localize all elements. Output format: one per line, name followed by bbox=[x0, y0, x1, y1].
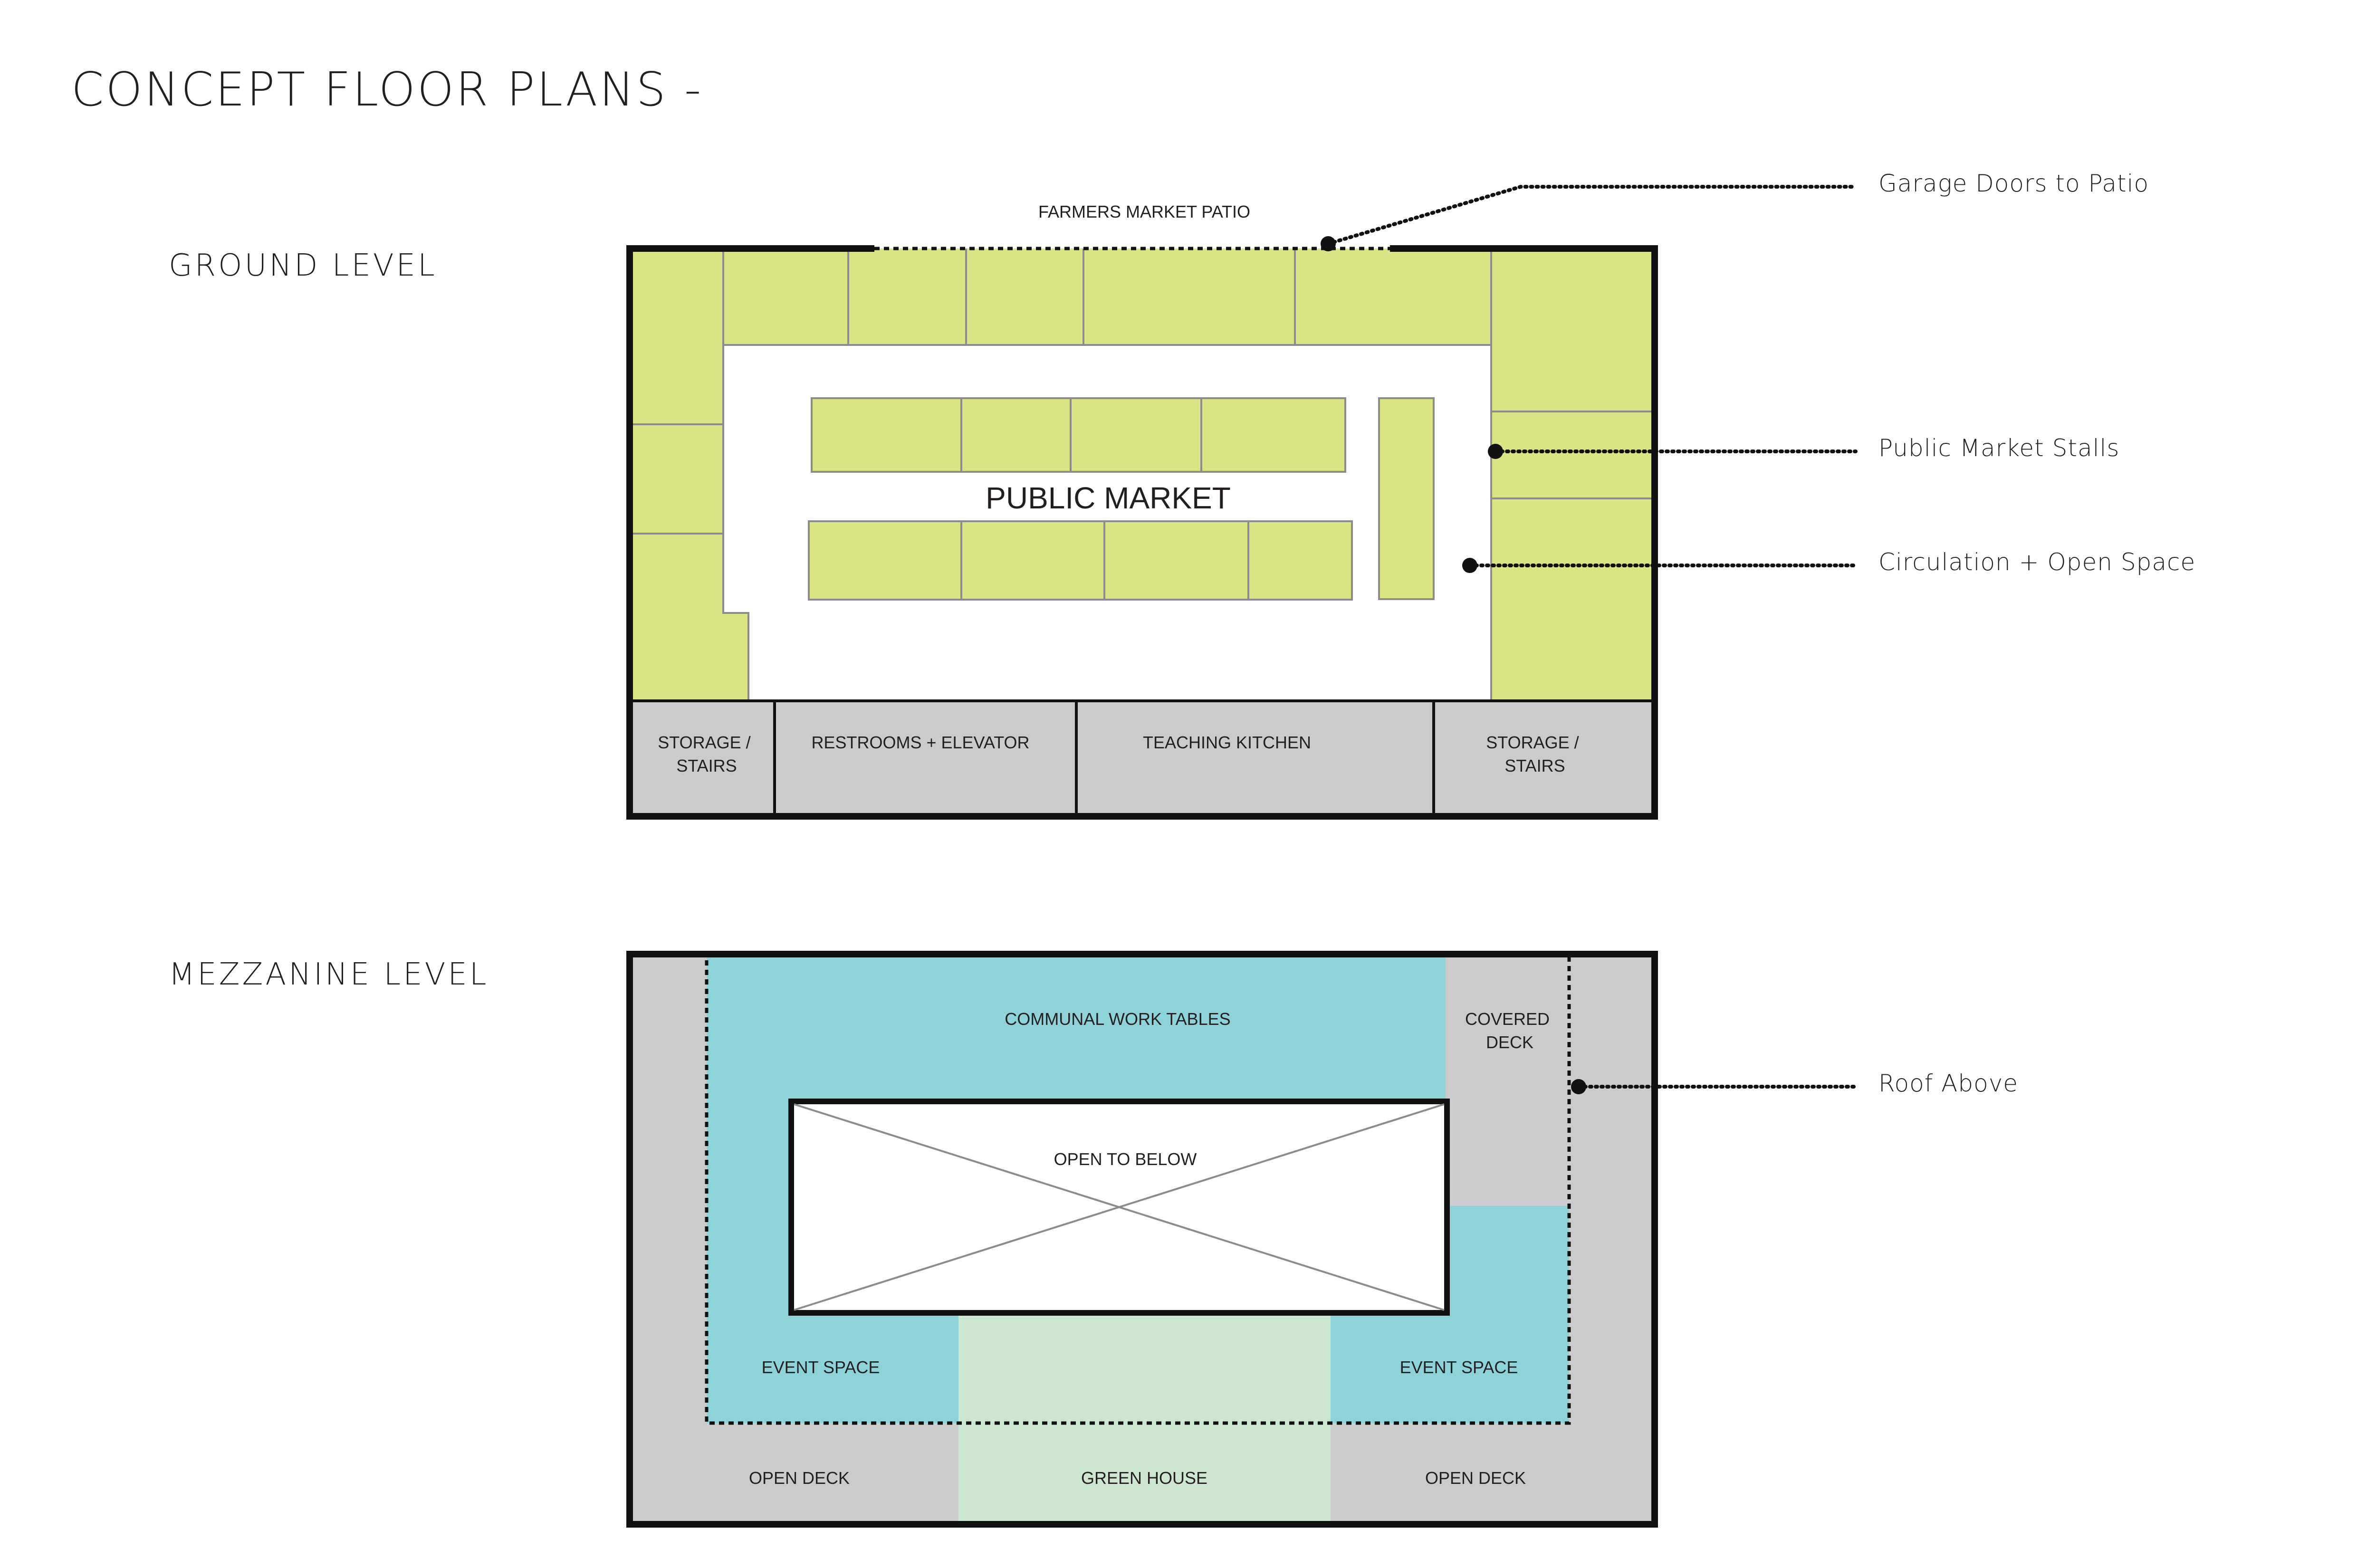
event-space-right-label: EVENT SPACE bbox=[1400, 1358, 1518, 1377]
open-deck-right-label: OPEN DECK bbox=[1425, 1468, 1526, 1488]
farmers-market-patio-label: FARMERS MARKET PATIO bbox=[1038, 202, 1250, 221]
callout-dot bbox=[1462, 558, 1477, 573]
covered-deck-label: COVERED DECK bbox=[1465, 1009, 1554, 1052]
storage-stairs-left-label: STORAGE / STAIRS bbox=[658, 733, 755, 775]
green-house bbox=[958, 1313, 1331, 1524]
island-stall-side bbox=[1378, 397, 1435, 600]
island-stall-row-bottom bbox=[808, 520, 1353, 601]
communal-work-tables-label: COMMUNAL WORK TABLES bbox=[1005, 1009, 1230, 1029]
mezzanine-level-label: MEZZANINE LEVEL bbox=[169, 957, 489, 992]
storage-stairs-right-line2: STAIRS bbox=[1504, 756, 1565, 775]
callout-market-stalls-label: Public Market Stalls bbox=[1878, 434, 2119, 462]
callout-dot bbox=[1321, 236, 1336, 251]
mezzanine-exterior-walls bbox=[626, 951, 1658, 1528]
page-title: CONCEPT FLOOR PLANS - bbox=[71, 63, 703, 117]
callout-circulation: Circulation + Open Space bbox=[1462, 548, 2195, 576]
callout-roof-above-label: Roof Above bbox=[1878, 1070, 2018, 1097]
storage-stairs-left-line1: STORAGE / bbox=[658, 733, 750, 752]
event-space-left-label: EVENT SPACE bbox=[762, 1358, 880, 1377]
callout-market-stalls: Public Market Stalls bbox=[1488, 434, 2119, 462]
callout-roof-above: Roof Above bbox=[1571, 1070, 2018, 1097]
covered-deck-line1: COVERED bbox=[1465, 1009, 1550, 1029]
green-house-label: GREEN HOUSE bbox=[1081, 1468, 1207, 1488]
public-market-label: PUBLIC MARKET bbox=[986, 481, 1231, 515]
mezzanine-level-plan: MEZZANINE LEVEL COMMUNAL WORK TABLES COV… bbox=[169, 951, 1658, 1528]
callout-circulation-label: Circulation + Open Space bbox=[1878, 548, 2195, 576]
perimeter-stalls bbox=[630, 249, 1655, 535]
restrooms-elevator-label: RESTROOMS + ELEVATOR bbox=[811, 733, 1029, 752]
open-deck-left-label: OPEN DECK bbox=[749, 1468, 850, 1488]
storage-stairs-left-line2: STAIRS bbox=[676, 756, 737, 775]
covered-deck-line2: DECK bbox=[1486, 1033, 1533, 1052]
callout-dot bbox=[1571, 1079, 1586, 1094]
callouts: Garage Doors to Patio Public Market Stal… bbox=[1321, 170, 2195, 1097]
service-bay bbox=[630, 699, 1655, 816]
ground-level-label: GROUND LEVEL bbox=[169, 248, 437, 283]
storage-stairs-right-line1: STORAGE / bbox=[1486, 733, 1579, 752]
open-to-below-label: OPEN TO BELOW bbox=[1054, 1149, 1197, 1169]
island-stall-row-top bbox=[811, 397, 1346, 473]
callout-dot bbox=[1488, 444, 1503, 459]
storage-stairs-right-label: STORAGE / STAIRS bbox=[1486, 733, 1583, 775]
open-to-below bbox=[788, 1099, 1450, 1316]
teaching-kitchen-label: TEACHING KITCHEN bbox=[1143, 733, 1311, 752]
callout-garage-doors: Garage Doors to Patio bbox=[1321, 170, 2149, 251]
ground-exterior-walls bbox=[626, 245, 1658, 820]
island-stalls bbox=[808, 397, 1435, 601]
callout-garage-doors-label: Garage Doors to Patio bbox=[1878, 170, 2149, 197]
ground-level-plan: GROUND LEVEL FARMERS MARKET PATIO bbox=[169, 202, 1658, 820]
